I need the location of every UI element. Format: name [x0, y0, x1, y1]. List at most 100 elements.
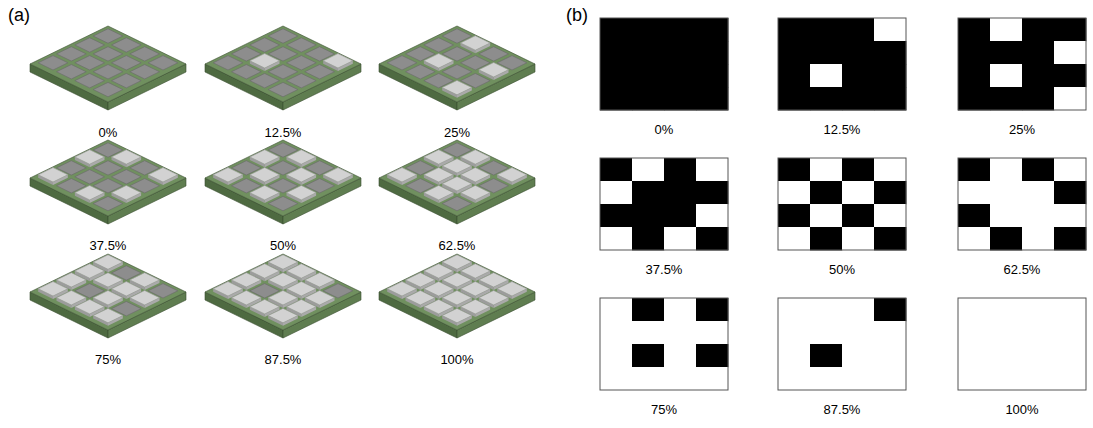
metasurface-render	[205, 140, 361, 224]
pattern-cell	[632, 227, 664, 250]
pattern-cell	[778, 367, 810, 390]
pattern-cell	[1054, 321, 1086, 344]
tile-on	[287, 168, 317, 182]
pattern-cell	[664, 158, 696, 181]
tile-on	[38, 282, 68, 296]
substrate-top	[30, 140, 186, 216]
pattern-cell	[600, 367, 632, 390]
tile-on	[148, 168, 178, 182]
tile-off	[93, 29, 123, 43]
metasurface-render	[205, 254, 361, 338]
pattern-cell	[810, 344, 842, 367]
tile-on	[57, 291, 87, 305]
pattern-border	[778, 298, 906, 390]
tile-off	[305, 65, 335, 79]
tile-on	[232, 291, 262, 305]
tile-off	[130, 47, 160, 61]
pattern-cell	[664, 204, 696, 227]
binary-pattern	[600, 158, 728, 250]
tile-off	[57, 65, 87, 79]
pattern-cell	[874, 298, 906, 321]
pattern-cell	[874, 64, 906, 87]
pattern-cell	[842, 367, 874, 390]
pattern-cell	[664, 344, 696, 367]
tile-off	[479, 47, 509, 61]
tile-on	[406, 273, 436, 287]
pattern-cell	[1022, 158, 1054, 181]
tile-off	[93, 47, 123, 61]
pattern-cell	[696, 344, 728, 367]
pattern-border	[958, 18, 1086, 110]
pattern-cell	[810, 298, 842, 321]
substrate-top	[379, 254, 535, 330]
metasurface-render	[205, 26, 361, 110]
pattern-cell	[842, 298, 874, 321]
tile-on	[250, 150, 280, 164]
pattern-cell	[600, 181, 632, 204]
tile-on	[250, 299, 280, 313]
pattern-cell	[632, 344, 664, 367]
tile-on	[268, 291, 298, 305]
tile-off	[406, 65, 436, 79]
tile-off	[130, 65, 160, 79]
percent-label: 62.5%	[1004, 263, 1041, 277]
tile-on	[232, 273, 262, 287]
tile-off	[268, 196, 298, 210]
tile-on	[75, 185, 105, 199]
pattern-cell	[990, 321, 1022, 344]
tile-on	[461, 168, 491, 182]
percent-label: 87.5%	[824, 403, 861, 417]
pattern-cell	[778, 181, 810, 204]
panel-letter: (b)	[566, 6, 588, 26]
tile-off	[75, 56, 105, 70]
tile-off	[387, 56, 417, 70]
pattern-cell	[632, 87, 664, 110]
pattern-cell	[632, 367, 664, 390]
tile-on	[75, 264, 105, 278]
pattern-cell	[874, 321, 906, 344]
tile-off	[57, 47, 87, 61]
binary-pattern	[958, 18, 1086, 110]
percent-label: 0%	[99, 126, 118, 140]
pattern-cell	[990, 204, 1022, 227]
percent-label: 100%	[1005, 403, 1038, 417]
tile-on	[213, 282, 243, 296]
pattern-cell	[810, 321, 842, 344]
tile-on	[424, 264, 454, 278]
pattern-cell	[810, 64, 842, 87]
pattern-cell	[632, 64, 664, 87]
tile-off	[232, 65, 262, 79]
pattern-border	[600, 298, 728, 390]
tile-on	[213, 168, 243, 182]
pattern-cell	[778, 344, 810, 367]
tile-off	[424, 38, 454, 52]
tile-on	[406, 291, 436, 305]
tile-off	[112, 73, 142, 87]
tile-on	[442, 308, 472, 322]
tile-on	[461, 299, 491, 313]
pattern-cell	[1054, 158, 1086, 181]
tile-off	[213, 56, 243, 70]
pattern-cell	[600, 298, 632, 321]
tile-on	[130, 291, 160, 305]
pattern-cell	[1054, 64, 1086, 87]
pattern-cell	[696, 158, 728, 181]
pattern-cell	[810, 204, 842, 227]
tile-on	[287, 150, 317, 164]
binary-pattern	[958, 158, 1086, 250]
tile-on	[424, 185, 454, 199]
tile-on	[479, 63, 509, 77]
metasurface-render	[379, 26, 535, 110]
tile-off	[250, 38, 280, 52]
pattern-cell	[1054, 181, 1086, 204]
substrate-top	[205, 26, 361, 102]
pattern-cell	[664, 227, 696, 250]
metasurface-render	[379, 254, 535, 338]
pattern-cell	[874, 367, 906, 390]
tile-off	[287, 56, 317, 70]
tile-on	[57, 273, 87, 287]
percent-label: 50%	[829, 263, 855, 277]
pattern-cell	[842, 181, 874, 204]
pattern-cell	[600, 227, 632, 250]
pattern-cell	[778, 204, 810, 227]
